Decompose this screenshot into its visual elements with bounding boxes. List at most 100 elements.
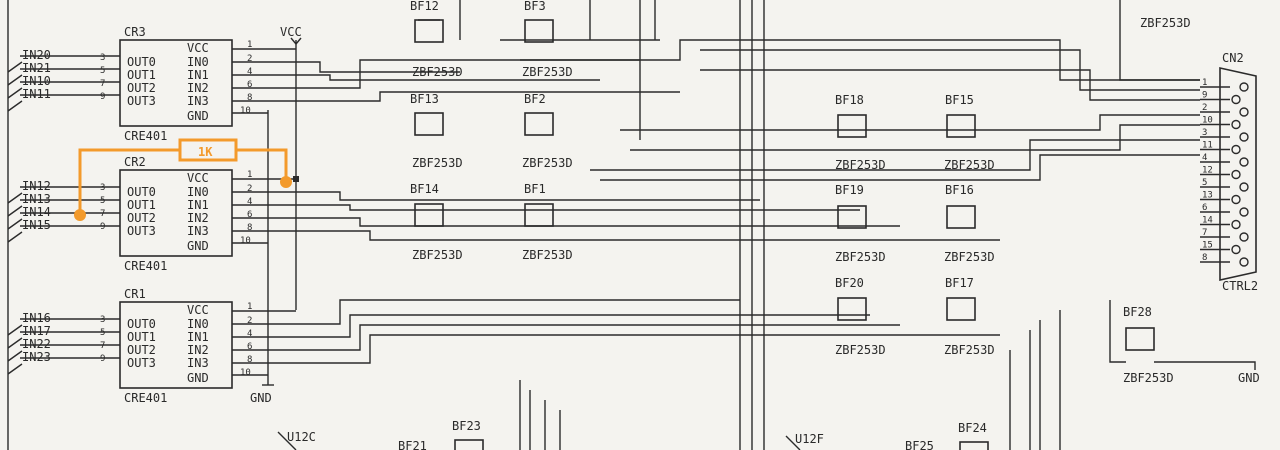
chip-pin-label: OUT2 [127,211,156,225]
pin-number: 5 [100,196,105,206]
pin-number: 1 [247,302,252,312]
bead-bf13: BF13 ZBF253D [410,92,463,170]
bead-bf1: BF1 ZBF253D [522,182,573,262]
connector-pin-number: 5 [1202,178,1207,188]
connector-pin-number: 14 [1202,216,1213,226]
chip-input-wires [7,55,120,375]
bead-part: ZBF253D [835,158,886,172]
bead-ref: BF23 [452,419,481,433]
connector-pin-socket [1239,82,1249,92]
bead-bf23: BF23 [452,419,484,450]
chip-part: CRE401 [124,129,167,143]
bead-part: ZBF253D [835,250,886,264]
pin-number: 9 [100,92,105,102]
chip-cr3: CR3 CRE401 OUT0 OUT1 OUT2 OUT3 VCC IN0 I… [22,25,252,143]
resistor-value: 1K [198,145,213,159]
chip-pin-label: OUT0 [127,317,156,331]
connector-pin-socket [1239,157,1249,167]
connector-pin-socket [1239,207,1249,217]
bead-ref: BF13 [410,92,439,106]
input-label: IN12 [22,179,51,193]
bead-ref: BF1 [524,182,546,196]
pin-number: 4 [247,197,252,207]
signal-wires [232,0,1200,450]
connector-pin-socket [1231,119,1241,130]
bead-ref: BF16 [945,183,974,197]
u12c-label: U12C [287,430,316,444]
gnd-right-label: GND [1238,371,1260,385]
chip-pin-label: OUT1 [127,330,156,344]
chip-part: CRE401 [124,259,167,273]
chip-pin-label: GND [187,371,209,385]
input-label: IN11 [22,87,51,101]
resistor-node-right [280,176,292,188]
chip-pin-label: IN3 [187,224,209,238]
chip-pin-label: VCC [187,171,209,185]
pin-number: 3 [100,315,105,325]
connector-pin-number: 13 [1202,191,1213,201]
power-rails: VCC GND [232,25,302,405]
bead-bf19: BF19 ZBF253D [835,183,886,264]
pin-number: 10 [240,236,251,246]
pin-number: 2 [247,54,252,64]
bead-ref: BF3 [524,0,546,13]
pin-number: 6 [247,80,252,90]
connector-pin-number: 3 [1202,128,1207,138]
bead-bf3: BF3 ZBF253D [522,0,573,79]
chip-pin-label: OUT0 [127,185,156,199]
connector-pin-number: 10 [1202,116,1213,126]
chip-pin-label: VCC [187,41,209,55]
pullup-resistor-overlay: 1K [74,138,292,221]
chip-pin-label: IN2 [187,211,209,225]
partial-label-right: BF25 [905,439,934,450]
bead-part: ZBF253D [944,158,995,172]
bead-bf20: BF20 ZBF253D [835,276,886,357]
bead-part: ZBF253D [835,343,886,357]
input-label: IN17 [22,324,51,338]
chip-pin-label: IN0 [187,317,209,331]
partial-label-left: BF21 [398,439,427,450]
bead-bf15: BF15 ZBF253D [944,93,995,172]
pin-number: 9 [100,354,105,364]
connector-pin-socket [1231,144,1241,155]
connector-pin-socket [1231,194,1241,205]
connector-pin-socket [1231,219,1241,230]
chip-pin-label: IN2 [187,343,209,357]
bead-ref: BF15 [945,93,974,107]
chip-pin-label: GND [187,109,209,123]
bead-part: ZBF253D [412,248,463,262]
bead-bf2: BF2 ZBF253D [522,92,573,170]
pin-number: 6 [247,342,252,352]
chip-pin-label: OUT2 [127,81,156,95]
connector-name: CTRL2 [1222,279,1258,293]
bead-part: ZBF253D [944,250,995,264]
bead-part: ZBF253D [412,65,463,79]
pin-number: 1 [247,170,252,180]
connector-pin-number: 11 [1202,141,1213,151]
pin-number: 5 [100,328,105,338]
pin-number: 2 [247,316,252,326]
chip-pin-label: OUT2 [127,343,156,357]
chip-part: CRE401 [124,391,167,405]
connector-pin-socket [1239,132,1249,142]
chip-pin-label: OUT3 [127,356,156,370]
bead-part: ZBF253D [944,343,995,357]
bead-part: ZBF253D [522,248,573,262]
bead-bf12: BF12 ZBF253D [410,0,463,79]
pin-number: 2 [247,184,252,194]
connector-pin-socket [1231,169,1241,180]
bead-part: ZBF253D [412,156,463,170]
connector-pin-number: 9 [1202,91,1207,101]
bead-ref: BF12 [410,0,439,13]
bead-ref: BF17 [945,276,974,290]
connector-pin-number: 12 [1202,166,1213,176]
pin-number: 7 [100,209,105,219]
pin-number: 6 [247,210,252,220]
pin-number: 8 [247,223,252,233]
chip-pin-label: IN3 [187,356,209,370]
pin-number: 4 [247,329,252,339]
chip-pin-label: IN0 [187,185,209,199]
input-label: IN22 [22,337,51,351]
